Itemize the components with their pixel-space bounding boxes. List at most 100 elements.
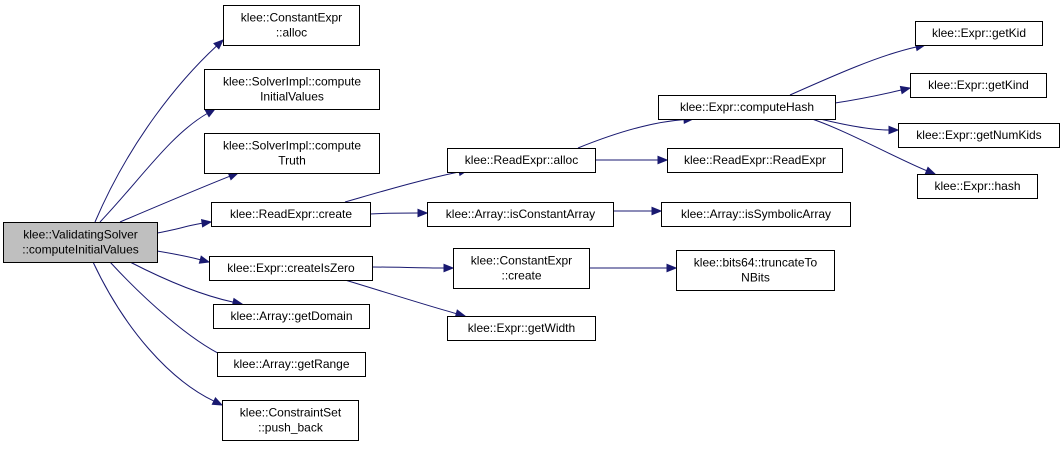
edge-line xyxy=(369,212,419,215)
edge-root-to-si_civ xyxy=(99,108,217,223)
edge-line xyxy=(344,171,460,203)
node-box xyxy=(204,69,380,110)
node-label: InitialValues xyxy=(260,90,324,104)
node-label: klee::Expr::hash xyxy=(934,179,1020,193)
node-ce-alloc[interactable]: klee::ConstantExpr::alloc xyxy=(223,5,360,46)
node-box xyxy=(204,133,380,174)
node-root[interactable]: klee::ValidatingSolver::computeInitialVa… xyxy=(3,222,158,263)
edge-e_ch-to-e_gnk xyxy=(819,118,900,135)
node-label: ::alloc xyxy=(276,26,307,40)
node-box xyxy=(209,256,373,281)
node-a-gr[interactable]: klee::Array::getRange xyxy=(217,352,366,377)
node-label: klee::SolverImpl::compute xyxy=(223,75,361,89)
node-box xyxy=(213,304,370,329)
node-e-gw[interactable]: klee::Expr::getWidth xyxy=(447,316,596,341)
node-e-gkid[interactable]: klee::Expr::getKid xyxy=(915,21,1043,46)
node-box xyxy=(661,202,851,227)
edge-line xyxy=(156,222,203,234)
node-label: klee::ReadExpr::create xyxy=(230,207,352,221)
node-a-isa[interactable]: klee::Array::isSymbolicArray xyxy=(661,202,851,227)
node-label: klee::ConstantExpr xyxy=(471,254,572,268)
node-label: klee::Expr::getWidth xyxy=(468,321,575,335)
arrowhead xyxy=(443,263,455,273)
node-box xyxy=(223,5,360,46)
edge-root-to-ce_alloc xyxy=(94,39,224,223)
node-label: klee::ConstantExpr xyxy=(241,11,342,25)
edge-line xyxy=(94,45,217,223)
nodes-layer: klee::ValidatingSolver::computeInitialVa… xyxy=(3,5,1060,441)
node-cs-pb[interactable]: klee::ConstraintSet::push_back xyxy=(222,400,359,441)
node-box xyxy=(658,95,836,120)
node-box xyxy=(453,248,590,289)
node-e-ch[interactable]: klee::Expr::computeHash xyxy=(658,95,836,120)
node-re-alloc[interactable]: klee::ReadExpr::alloc xyxy=(447,148,596,173)
arrowhead xyxy=(899,85,912,95)
edge-line xyxy=(811,118,927,172)
node-e-hash[interactable]: klee::Expr::hash xyxy=(917,174,1038,199)
node-box xyxy=(222,400,359,441)
arrowhead xyxy=(666,263,678,273)
node-box xyxy=(915,21,1043,46)
edges-layer xyxy=(92,39,937,406)
edge-ce_create-to-b_ttn xyxy=(589,263,678,273)
node-e-ciz[interactable]: klee::Expr::createIsZero xyxy=(209,256,373,281)
node-re-re[interactable]: klee::ReadExpr::ReadExpr xyxy=(667,148,843,173)
node-label: NBits xyxy=(741,271,770,285)
edge-re_create-to-a_ica xyxy=(369,208,429,218)
edge-a_ica-to-a_isa xyxy=(612,206,663,216)
arrowhead xyxy=(200,219,213,228)
edge-e_ch-to-e_hash xyxy=(811,118,937,175)
node-label: klee::ConstraintSet xyxy=(240,406,342,420)
node-label: klee::Array::getRange xyxy=(233,357,349,371)
edge-re_alloc-to-e_ch xyxy=(577,115,695,149)
node-label: Truth xyxy=(278,154,306,168)
edge-re_alloc-to-re_re xyxy=(594,155,669,165)
arrowhead xyxy=(198,255,211,264)
node-label: klee::Expr::getKind xyxy=(928,78,1029,92)
edge-e_ch-to-e_gkind xyxy=(834,85,912,104)
node-label: klee::Expr::createIsZero xyxy=(227,261,355,275)
node-e-gnk[interactable]: klee::Expr::getNumKids xyxy=(898,123,1060,148)
edge-root-to-e_ciz xyxy=(156,250,211,264)
edge-line xyxy=(834,89,902,104)
node-a-ica[interactable]: klee::Array::isConstantArray xyxy=(427,202,614,227)
arrowhead xyxy=(204,108,217,118)
node-label: klee::ValidatingSolver xyxy=(23,228,138,242)
edge-line xyxy=(119,175,230,223)
arrowhead xyxy=(888,125,900,135)
node-box xyxy=(211,202,371,227)
node-si-civ[interactable]: klee::SolverImpl::computeInitialValues xyxy=(204,69,380,110)
arrowhead xyxy=(924,166,937,175)
edge-line xyxy=(819,118,890,131)
node-box xyxy=(667,148,843,173)
edge-root-to-re_create xyxy=(156,219,213,234)
node-re-create[interactable]: klee::ReadExpr::create xyxy=(211,202,371,227)
node-box xyxy=(917,174,1038,199)
node-box xyxy=(427,202,614,227)
edge-line xyxy=(344,279,457,315)
node-box xyxy=(676,250,835,291)
edge-line xyxy=(92,261,215,402)
arrowhead xyxy=(657,155,669,165)
node-box xyxy=(910,73,1047,98)
node-label: ::create xyxy=(501,269,541,283)
edge-root-to-cs_pb xyxy=(92,261,224,406)
node-box xyxy=(217,352,366,377)
node-label: ::push_back xyxy=(258,421,324,435)
node-label: klee::ReadExpr::ReadExpr xyxy=(684,153,826,167)
node-label: ::computeInitialValues xyxy=(22,243,139,257)
node-box xyxy=(447,148,596,173)
edge-e_ciz-to-ce_create xyxy=(371,263,455,273)
node-box xyxy=(3,222,158,263)
edge-line xyxy=(577,119,685,149)
arrowhead xyxy=(651,206,663,216)
arrowhead xyxy=(213,39,224,50)
node-box xyxy=(898,123,1060,148)
node-e-gkind[interactable]: klee::Expr::getKind xyxy=(910,73,1047,98)
edge-line xyxy=(371,266,445,269)
node-a-gd[interactable]: klee::Array::getDomain xyxy=(213,304,370,329)
node-ce-create[interactable]: klee::ConstantExpr::create xyxy=(453,248,590,289)
